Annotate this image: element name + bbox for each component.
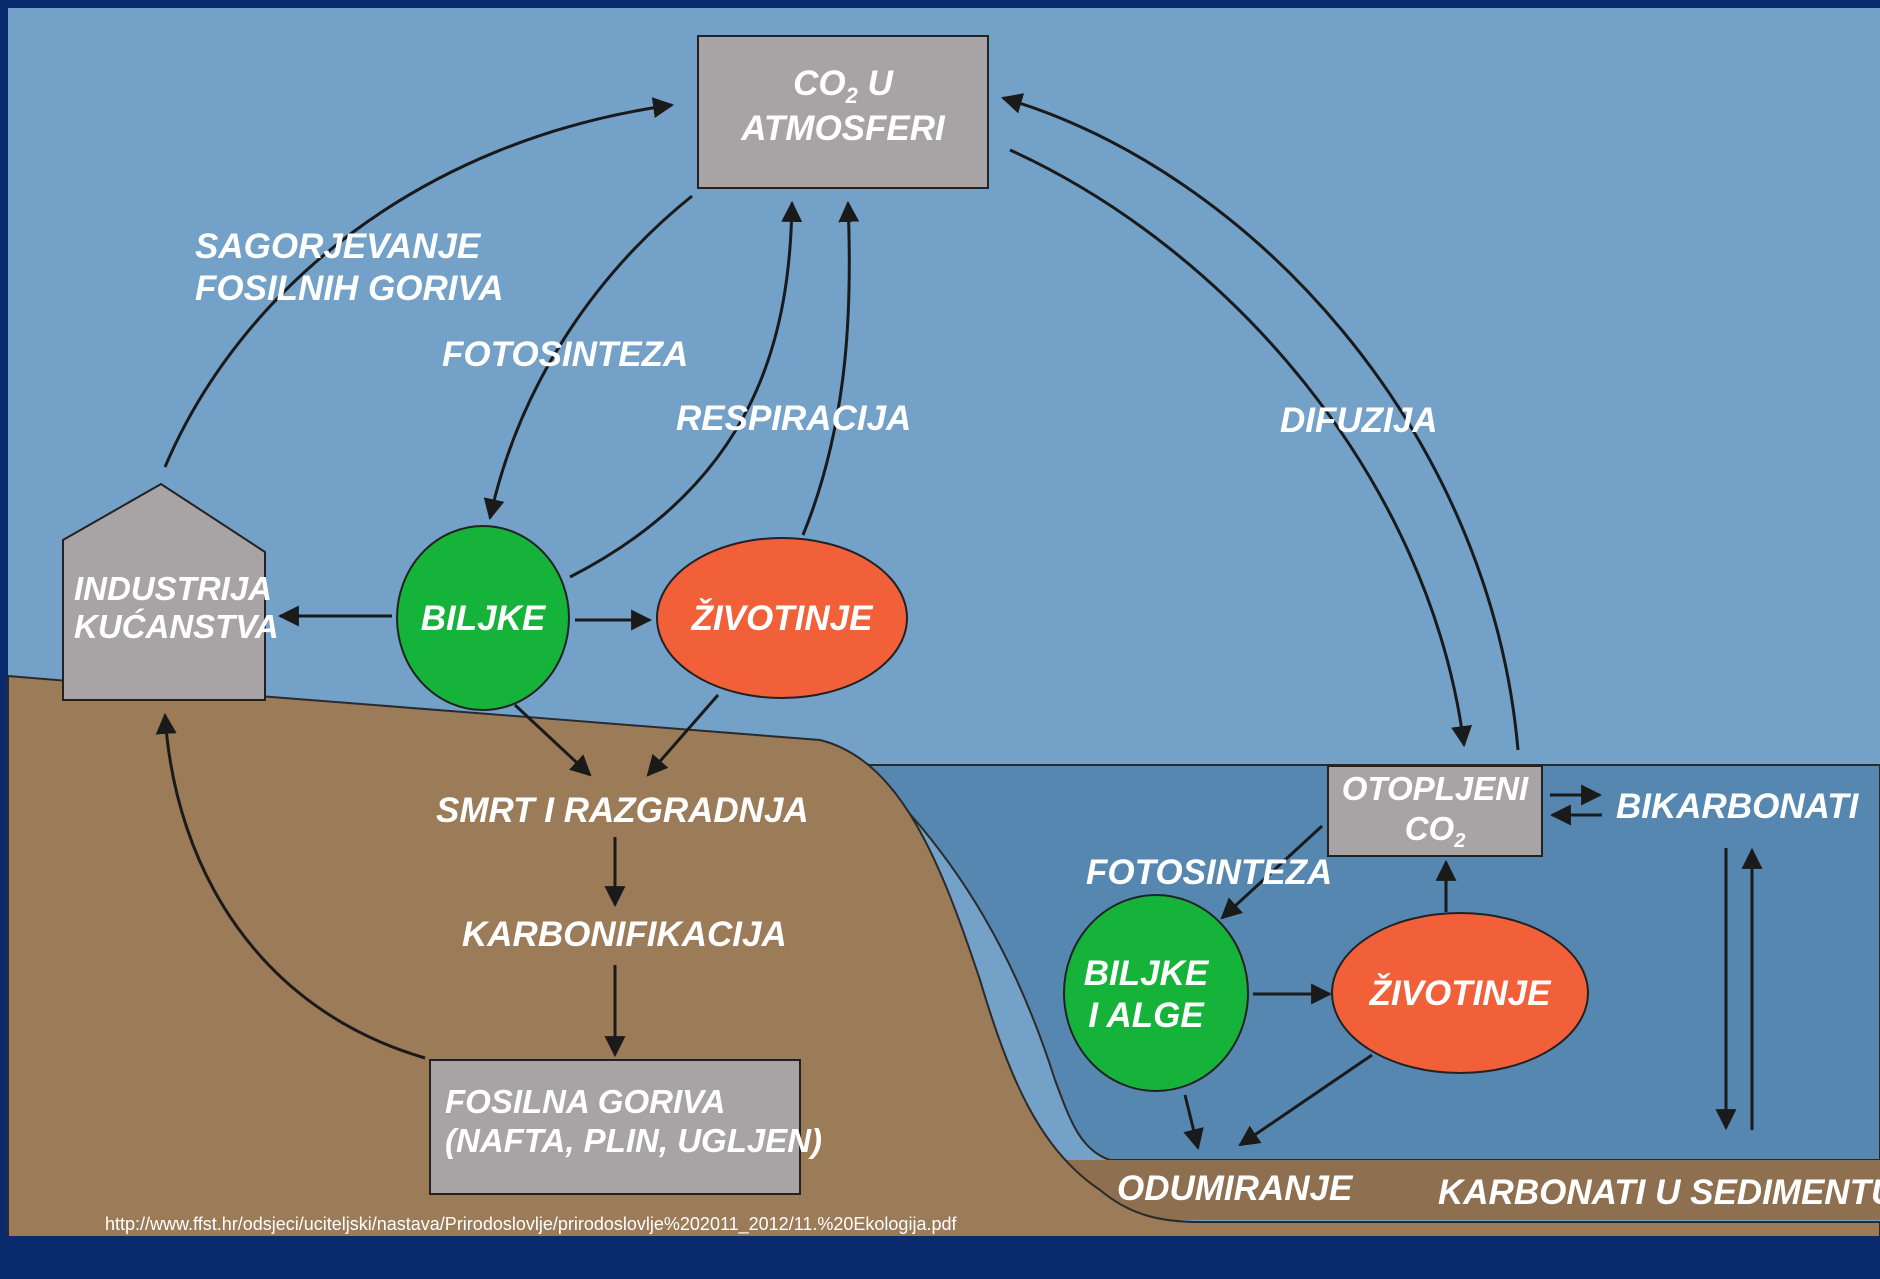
source-url[interactable]: http://www.ffst.hr/odsjeci/uciteljski/na…: [105, 1214, 957, 1234]
arrow-photosynthesis-land: [483, 194, 693, 521]
label-combustion-2: FOSILNIH GORIVA: [195, 269, 504, 308]
label-combustion-1: SAGORJEVANJE: [195, 227, 482, 266]
fossil-fuels-box: FOSILNA GORIVA (NAFTA, PLIN, UGLJEN): [429, 1059, 822, 1195]
arrow-animals-death: [646, 694, 720, 777]
water-animals-label: ŽIVOTINJE: [1369, 973, 1553, 1013]
sediment-layer: [1060, 1160, 1880, 1220]
water-plants-node: BILJKE I ALGE: [1063, 894, 1249, 1092]
arrow-diffusion-down: [1009, 148, 1472, 748]
label-dying: ODUMIRANJE: [1117, 1169, 1354, 1208]
label-bicarbonates: BIKARBONATI: [1616, 787, 1860, 826]
arrow-wateranimals-dying: [1238, 1053, 1373, 1147]
land-animals-node: ŽIVOTINJE: [656, 537, 908, 699]
label-death-decomposition: SMRT I RAZGRADNJA: [436, 791, 809, 830]
label-diffusion: DIFUZIJA: [1280, 401, 1438, 440]
dissolved-sub: 2: [1453, 830, 1465, 852]
svg-text:CO2 U: CO2 U: [793, 64, 893, 108]
label-carbonification: KARBONIFIKACIJA: [462, 915, 787, 954]
bottom-bar: [0, 1236, 1880, 1274]
atmosphere-sub: 2: [845, 83, 859, 108]
label-carbonates-sediment: KARBONATI U SEDIMENTU: [1438, 1173, 1880, 1212]
water-plants-line1: BILJKE: [1084, 954, 1210, 993]
industry-line2: KUĆANSTVA: [74, 608, 279, 645]
atmosphere-box: CO2 U ATMOSFERI: [697, 35, 989, 189]
arrow-waterplants-dying: [1183, 1094, 1204, 1151]
land-plants-label: BILJKE: [421, 599, 547, 638]
land-plants-node: BILJKE: [396, 525, 570, 711]
arrow-plants-death: [513, 703, 592, 777]
arrow-combustion: [163, 97, 675, 468]
industry-line1: INDUSTRIJA: [74, 570, 272, 607]
dissolved-co: CO: [1405, 810, 1455, 847]
fossil-line1: FOSILNA GORIVA: [445, 1083, 726, 1120]
label-respiration: RESPIRACIJA: [676, 399, 911, 438]
atmosphere-u: U: [858, 64, 894, 103]
arrow-photosynthesis-water: [1220, 824, 1324, 920]
industry-house: INDUSTRIJA KUĆANSTVA: [62, 482, 279, 701]
atmosphere-co: CO: [793, 64, 846, 103]
water-plants-line2: I ALGE: [1088, 996, 1205, 1035]
water-animals-node: ŽIVOTINJE: [1331, 912, 1589, 1074]
land-animals-label: ŽIVOTINJE: [691, 598, 875, 638]
arrow-respiration-plants: [569, 200, 803, 579]
atmosphere-line2: ATMOSFERI: [740, 109, 946, 148]
arrow-diffusion-up: [1000, 93, 1520, 751]
svg-text:CO2: CO2: [1405, 810, 1466, 852]
arrow-respiration-animals: [801, 200, 860, 536]
dissolved-line1: OTOPLJENI: [1342, 770, 1529, 807]
label-photosynthesis-water: FOTOSINTEZA: [1086, 853, 1332, 892]
arrow-fossil-industry: [155, 712, 426, 1060]
fossil-line2: (NAFTA, PLIN, UGLJEN): [445, 1122, 822, 1159]
label-photosynthesis-land: FOTOSINTEZA: [442, 335, 688, 374]
dissolved-co2-box: OTOPLJENI CO2: [1327, 765, 1543, 857]
